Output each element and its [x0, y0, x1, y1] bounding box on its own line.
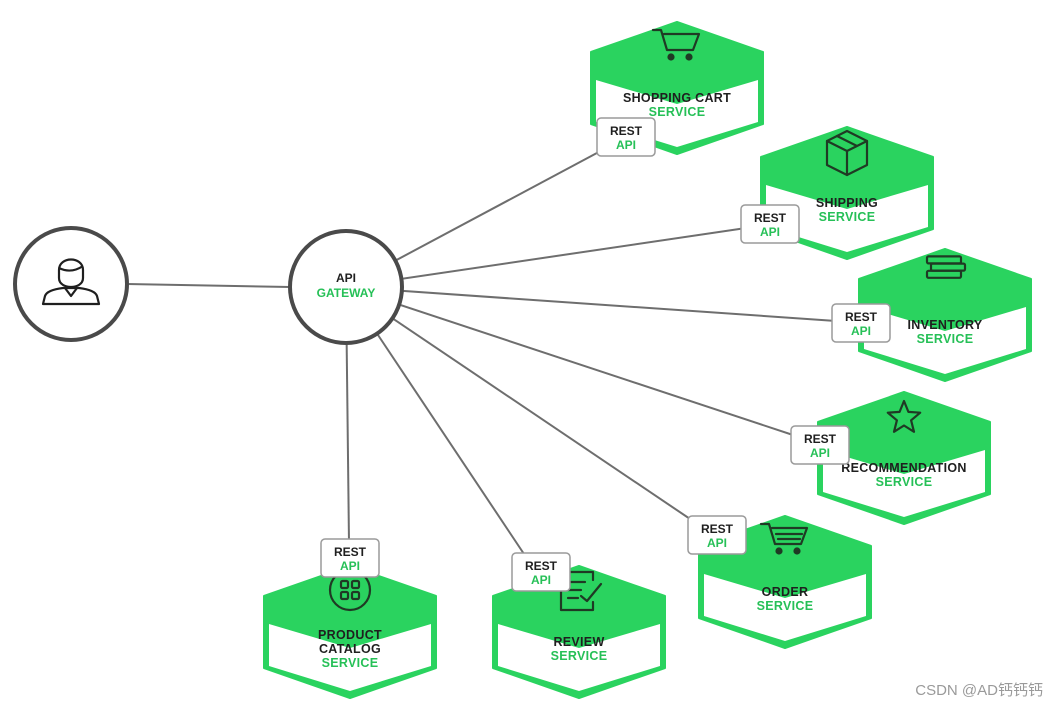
connector-shipping [345, 227, 747, 288]
gateway-label-gateway: GATEWAY [317, 286, 376, 300]
tag-api-label: API [810, 446, 830, 460]
service-subtitle: SERVICE [551, 649, 608, 663]
watermark: CSDN @AD钙钙钙 [915, 682, 1043, 699]
service-subtitle: SERVICE [322, 656, 379, 670]
tag-box [320, 538, 380, 578]
connector-inventory [345, 286, 837, 322]
service-subtitle: SERVICE [757, 599, 814, 613]
stack-icon [925, 255, 967, 279]
package-icon [825, 129, 869, 177]
tag-rest-label: REST [610, 124, 643, 138]
rest-api-tags: RESTAPIRESTAPIRESTAPIRESTAPIRESTAPIRESTA… [320, 117, 891, 592]
tag-rest-label: REST [754, 211, 787, 225]
service-title: RECOMMENDATION [841, 461, 967, 475]
service-title: PRODUCT [318, 628, 382, 642]
connector-order [345, 286, 700, 526]
tag-api-label: API [707, 536, 727, 550]
tag-rest-label: REST [334, 545, 367, 559]
gateway-circle [288, 229, 404, 345]
service-title: REVIEW [553, 635, 604, 649]
service-subtitle: SERVICE [876, 475, 933, 489]
gateway-label-api: API [336, 271, 356, 285]
service-title: SHOPPING CART [623, 91, 731, 105]
tag-box [596, 117, 656, 157]
tag-rest-label: REST [804, 432, 837, 446]
service-title: SHIPPING [816, 196, 878, 210]
service-subtitle: SERVICE [819, 210, 876, 224]
service-title: ORDER [762, 585, 809, 599]
service-title: INVENTORY [908, 318, 983, 332]
tag-rest-label: REST [845, 310, 878, 324]
tag-box [687, 515, 747, 555]
tag-api-label: API [760, 225, 780, 239]
service-body [704, 574, 866, 641]
tag-box [831, 303, 891, 343]
cart-icon [651, 28, 701, 61]
connectors [126, 145, 837, 561]
tag-api-label: API [340, 559, 360, 573]
user-icon [41, 258, 101, 306]
service-body [864, 307, 1026, 374]
service-boxes: SHOPPING CARTSERVICESHIPPINGSERVICEINVEN… [263, 21, 1032, 699]
service-body [269, 624, 431, 691]
service-title: CATALOG [319, 642, 381, 656]
service-body [823, 450, 985, 517]
service-body [498, 624, 660, 691]
tag-rest-label: REST [701, 522, 734, 536]
connector-client-gateway [126, 283, 291, 288]
tag-api-label: API [531, 573, 551, 587]
service-subtitle: SERVICE [649, 105, 706, 119]
tag-api-label: API [851, 324, 871, 338]
order-cart-icon [759, 522, 809, 555]
service-subtitle: SERVICE [917, 332, 974, 346]
star-icon [886, 399, 922, 433]
tag-api-label: API [616, 138, 636, 152]
tag-box [790, 425, 850, 465]
tag-box [740, 204, 800, 244]
connector-recommendation [345, 286, 797, 437]
service-body [766, 185, 928, 252]
client-node[interactable] [13, 226, 129, 342]
tag-box [511, 552, 571, 592]
tag-rest-label: REST [525, 559, 558, 573]
